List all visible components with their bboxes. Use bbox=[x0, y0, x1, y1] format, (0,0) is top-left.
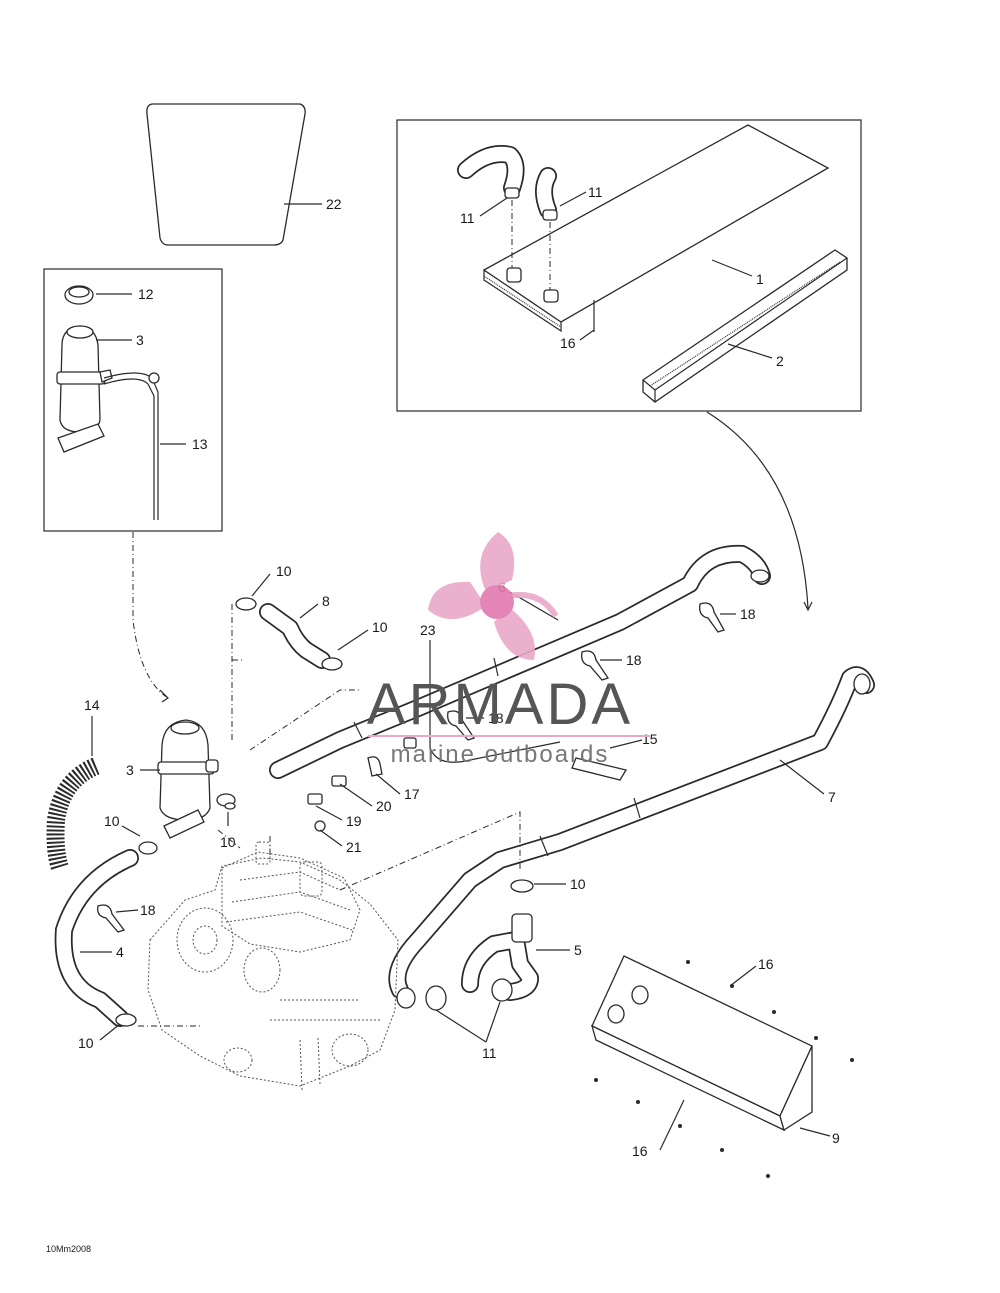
watermark-subtitle: marine outboards bbox=[391, 741, 610, 768]
small-parts bbox=[97, 602, 725, 933]
callout-14: 14 bbox=[84, 697, 100, 713]
watermark-title: ARMADA bbox=[367, 672, 633, 737]
coolant-reservoir bbox=[157, 719, 219, 839]
callout-17: 17 bbox=[404, 786, 420, 802]
clamp-11a bbox=[396, 987, 416, 1009]
coolant-hose-7 bbox=[388, 666, 875, 999]
propeller-logo-icon bbox=[428, 532, 559, 660]
figure-code: 10Mm2008 bbox=[46, 1244, 91, 1254]
callout-11: 11 bbox=[482, 1045, 497, 1061]
callout-18: 18 bbox=[740, 606, 756, 622]
callout-4: 4 bbox=[116, 944, 124, 960]
watermark: ARMADA marine outboards bbox=[367, 532, 650, 768]
corrugated-hose-14 bbox=[46, 716, 100, 871]
callout-10: 10 bbox=[276, 563, 292, 579]
callout-10: 10 bbox=[372, 619, 388, 635]
callout-18: 18 bbox=[626, 652, 642, 668]
callout-20: 20 bbox=[376, 798, 392, 814]
callout-5: 5 bbox=[574, 942, 582, 958]
callout-16: 16 bbox=[758, 956, 774, 972]
callout-2: 2 bbox=[776, 353, 784, 369]
hose-8 bbox=[235, 597, 343, 671]
callout-15: 15 bbox=[642, 731, 658, 747]
callout-10: 10 bbox=[570, 876, 586, 892]
leader-lines bbox=[80, 191, 831, 1151]
callout-10: 10 bbox=[220, 834, 236, 850]
callout-16: 16 bbox=[560, 335, 576, 351]
outlet-pipe-5 bbox=[461, 879, 539, 1001]
callout-10: 10 bbox=[104, 813, 120, 829]
radiator-kit-box bbox=[396, 119, 862, 412]
hose-4 bbox=[54, 841, 158, 1027]
callout-7: 7 bbox=[828, 789, 836, 805]
callout-21: 21 bbox=[346, 839, 362, 855]
reservoir-kit-box bbox=[43, 268, 223, 532]
callout-labels: 22 12 3 13 11 11 1 16 2 10 8 10 6 18 18 … bbox=[78, 184, 840, 1159]
clamp-11c bbox=[491, 978, 513, 1002]
callout-22: 22 bbox=[326, 196, 342, 212]
callout-13: 13 bbox=[192, 436, 208, 452]
callout-23: 23 bbox=[420, 622, 436, 638]
callout-1: 1 bbox=[756, 271, 764, 287]
callout-12: 12 bbox=[138, 286, 154, 302]
callout-18: 18 bbox=[488, 710, 504, 726]
callout-9: 9 bbox=[832, 1130, 840, 1146]
clamp-11b bbox=[425, 985, 447, 1011]
callout-16: 16 bbox=[632, 1143, 648, 1159]
callout-8: 8 bbox=[322, 593, 330, 609]
callout-10: 10 bbox=[78, 1035, 94, 1051]
callout-11: 11 bbox=[460, 210, 475, 226]
leader-dashes bbox=[138, 604, 521, 1027]
windshield-part bbox=[146, 103, 306, 246]
callout-3: 3 bbox=[126, 762, 134, 778]
engine-block bbox=[147, 841, 399, 1091]
coolant-hose-6 bbox=[269, 544, 771, 779]
callout-3: 3 bbox=[136, 332, 144, 348]
heat-exchanger-9 bbox=[590, 955, 854, 1178]
callout-18: 18 bbox=[140, 902, 156, 918]
callout-11: 11 bbox=[588, 184, 603, 200]
callout-19: 19 bbox=[346, 813, 362, 829]
